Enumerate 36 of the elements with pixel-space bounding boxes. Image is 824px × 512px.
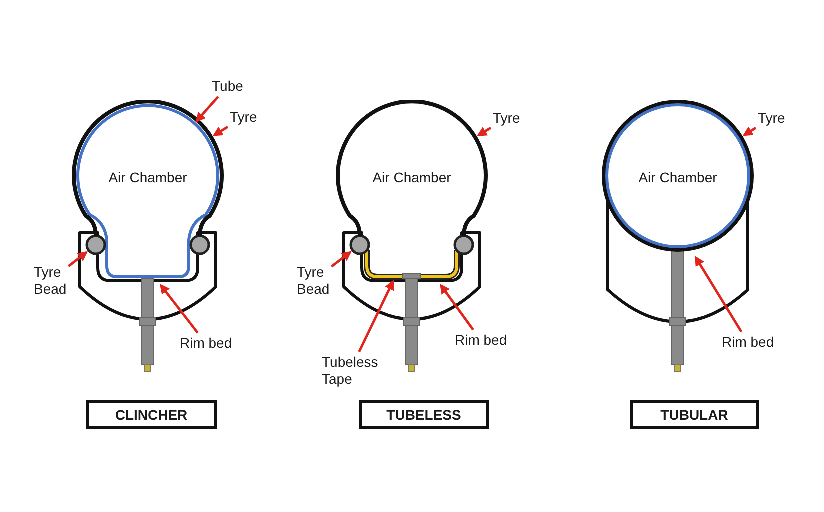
part-label: Tyre	[758, 110, 786, 127]
part-label: Tyre	[230, 109, 258, 126]
chamber-label: Air Chamber	[638, 170, 718, 186]
tyre-bead	[190, 234, 210, 256]
rim-profile	[606, 200, 750, 324]
chamber-label: Air Chamber	[108, 170, 188, 186]
part-label: Tubeless Tape	[322, 354, 378, 388]
leader-arrow	[742, 126, 757, 136]
part-label: Tyre	[493, 110, 520, 127]
tyre-outline	[601, 100, 755, 253]
tyre-bead	[350, 234, 370, 256]
leader-arrow	[160, 284, 199, 334]
part-label: Tyre Bead	[34, 264, 67, 298]
tyre-type-label: TUBELESS	[359, 400, 489, 429]
rim-profile	[78, 232, 218, 321]
part-label: Rim bed	[455, 332, 508, 349]
leader-arrow	[212, 126, 229, 136]
part-label: Tyre Bead	[297, 264, 330, 298]
tyre-bead	[86, 234, 106, 256]
leader-arrow	[68, 251, 88, 268]
tyre-type-label: CLINCHER	[86, 400, 217, 429]
rim-profile	[342, 232, 482, 321]
leader-arrow	[196, 96, 220, 123]
leader-arrow	[477, 126, 492, 137]
leader-arrow	[358, 280, 394, 353]
tubeless-tape	[364, 250, 460, 280]
leader-arrow	[330, 251, 352, 268]
tyre-bead	[454, 234, 474, 256]
part-label: Tube	[212, 78, 244, 95]
tyre-type-label: TUBULAR	[630, 400, 759, 429]
leader-arrow	[440, 284, 474, 331]
part-label: Rim bed	[180, 335, 232, 352]
inner-tube	[76, 104, 220, 278]
chamber-label: Air Chamber	[372, 170, 452, 186]
leader-arrow	[694, 256, 743, 333]
part-label: Rim bed	[722, 334, 774, 351]
